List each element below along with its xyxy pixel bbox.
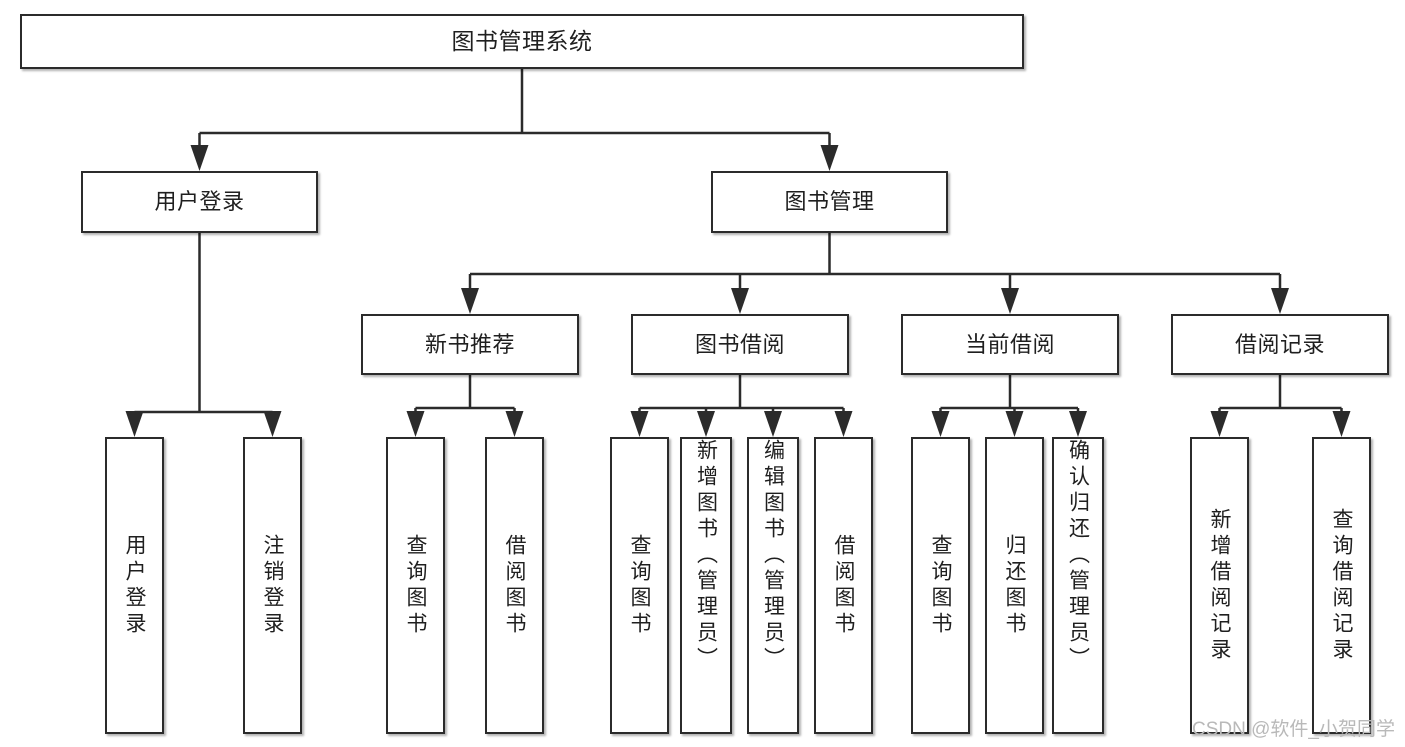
edge-arrowhead xyxy=(931,411,950,437)
node-label: 新增借阅记录 xyxy=(1208,507,1231,664)
edge-arrowhead xyxy=(263,411,282,437)
edge-arrowhead xyxy=(461,288,479,314)
edge-arrowhead xyxy=(1332,411,1351,437)
edge-arrowhead xyxy=(125,411,144,437)
node-leaf-logout[interactable]: 注销登录 xyxy=(243,437,302,734)
node-label: 用户登录 xyxy=(154,189,245,215)
node-leaf-query-3[interactable]: 查询图书 xyxy=(911,437,970,734)
edge-arrowhead xyxy=(1210,411,1229,437)
edge-arrowhead xyxy=(697,411,715,437)
edge-arrowhead xyxy=(764,411,782,437)
node-label: 用户登录 xyxy=(123,533,146,638)
node-leaf-user-login[interactable]: 用户登录 xyxy=(105,437,164,734)
node-label: 新书推荐 xyxy=(424,331,515,357)
node-leaf-query-2[interactable]: 查询图书 xyxy=(610,437,669,734)
node-leaf-query-rec[interactable]: 查询借阅记录 xyxy=(1312,437,1371,734)
node-label: 确认归还（管理员） xyxy=(1066,439,1090,673)
edge-arrowhead xyxy=(1005,411,1024,437)
node-leaf-query-1[interactable]: 查询图书 xyxy=(386,437,445,734)
node-new-book-rec[interactable]: 新书推荐 xyxy=(361,314,579,375)
watermark: CSDN @软件_小贺同学 xyxy=(1192,719,1395,740)
node-user-login[interactable]: 用户登录 xyxy=(81,171,318,233)
node-label: 借阅记录 xyxy=(1234,331,1325,357)
edge-arrowhead xyxy=(731,288,749,314)
node-label: 查询图书 xyxy=(404,533,427,638)
node-label: 当前借阅 xyxy=(964,331,1055,357)
node-leaf-borrow-2[interactable]: 借阅图书 xyxy=(814,437,873,734)
edge-arrowhead xyxy=(820,145,839,171)
node-leaf-add-book[interactable]: 新增图书（管理员） xyxy=(680,437,732,734)
node-label: 图书借阅 xyxy=(694,331,785,357)
node-book-borrow[interactable]: 图书借阅 xyxy=(631,314,849,375)
node-label: 查询图书 xyxy=(628,533,651,638)
node-label: 归还图书 xyxy=(1003,533,1026,638)
node-leaf-return[interactable]: 归还图书 xyxy=(985,437,1044,734)
edge-arrowhead xyxy=(406,411,425,437)
edge-arrowhead xyxy=(505,411,524,437)
node-root[interactable]: 图书管理系统 xyxy=(20,14,1024,69)
node-label: 新增图书（管理员） xyxy=(694,439,718,673)
node-label: 查询图书 xyxy=(929,533,952,638)
edge-arrowhead xyxy=(630,411,649,437)
edge-arrowhead xyxy=(1001,288,1019,314)
node-current-borrow[interactable]: 当前借阅 xyxy=(901,314,1119,375)
node-book-manage[interactable]: 图书管理 xyxy=(711,171,948,233)
node-leaf-edit-book[interactable]: 编辑图书（管理员） xyxy=(747,437,799,734)
edge-arrowhead xyxy=(834,411,853,437)
node-leaf-add-rec[interactable]: 新增借阅记录 xyxy=(1190,437,1249,734)
edge-arrowhead xyxy=(1069,411,1087,437)
node-leaf-confirm[interactable]: 确认归还（管理员） xyxy=(1052,437,1104,734)
node-leaf-borrow-1[interactable]: 借阅图书 xyxy=(485,437,544,734)
node-label: 查询借阅记录 xyxy=(1330,507,1353,664)
node-label: 借阅图书 xyxy=(832,533,855,638)
node-borrow-record[interactable]: 借阅记录 xyxy=(1171,314,1389,375)
node-label: 编辑图书（管理员） xyxy=(761,439,785,673)
edge-arrowhead xyxy=(190,145,209,171)
node-label: 图书管理系统 xyxy=(451,27,593,54)
node-label: 借阅图书 xyxy=(503,533,526,638)
node-label: 注销登录 xyxy=(261,533,284,638)
edge-arrowhead xyxy=(1271,288,1289,314)
node-label: 图书管理 xyxy=(784,189,875,215)
